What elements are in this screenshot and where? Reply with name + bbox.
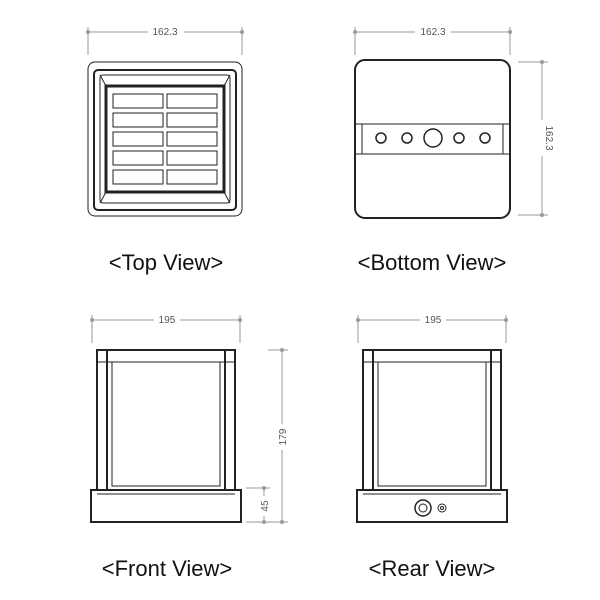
rear-view-width-value: 195 [425, 315, 442, 326]
rear-view-housing [362, 349, 502, 491]
front-view-width-value: 195 [159, 315, 176, 326]
bottom-button-4 [479, 132, 491, 144]
indicator-light-icon [437, 503, 447, 513]
front-view: 195 179 45 <Front View> [90, 312, 290, 581]
rear-view-base [356, 489, 508, 523]
rear-view-width-dimension: 195 [356, 312, 508, 343]
rear-view: 195 <Rear View> [356, 312, 508, 581]
bottom-view-width-dimension: 162.3 [353, 24, 512, 55]
top-view-width-dimension: 162.3 [86, 24, 244, 55]
front-view-base-value: 45 [260, 500, 271, 512]
rear-view-label: <Rear View> [369, 556, 496, 581]
solar-cell-grid [112, 93, 218, 185]
bottom-button-2 [401, 132, 413, 144]
front-view-label: <Front View> [102, 556, 232, 581]
top-view: 162.3 <Top View> [86, 24, 244, 275]
front-view-height-dimension: 179 [268, 348, 290, 524]
bottom-center-sensor [423, 128, 443, 148]
control-panel-strip [354, 123, 511, 155]
front-view-base-dimension: 45 [246, 486, 272, 524]
bottom-button-1 [375, 132, 387, 144]
bottom-view: 162.3 162.3 <Bottom View> [353, 24, 554, 275]
front-view-housing [96, 349, 236, 491]
bottom-view-label: <Bottom View> [358, 250, 507, 275]
bottom-view-height-dimension: 162.3 [518, 60, 554, 217]
front-view-diffuser [111, 361, 221, 487]
rear-view-diffuser [377, 361, 487, 487]
top-view-outer-frame [87, 61, 243, 217]
power-switch-icon [414, 499, 432, 517]
bottom-view-width-value: 162.3 [420, 27, 445, 38]
front-view-base [90, 489, 242, 523]
solar-panel [104, 84, 226, 194]
top-view-label: <Top View> [109, 250, 224, 275]
front-view-height-value: 179 [278, 428, 289, 445]
front-view-width-dimension: 195 [90, 312, 242, 343]
bottom-view-height-value: 162.3 [543, 125, 554, 150]
top-view-width-value: 162.3 [152, 27, 177, 38]
bottom-view-body [354, 59, 511, 219]
bottom-button-3 [453, 132, 465, 144]
